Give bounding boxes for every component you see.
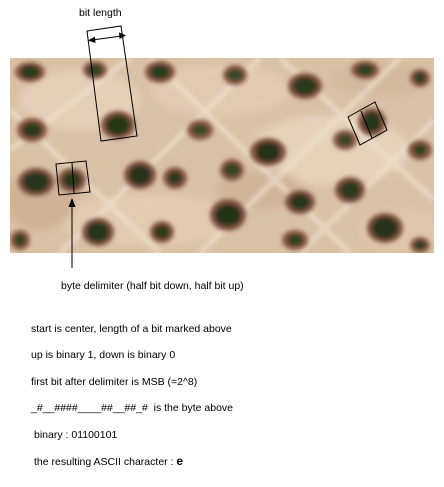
note-binary: binary : 01100101: [34, 429, 118, 441]
byte-delimiter-label: byte delimiter (half bit down, half bit …: [61, 280, 244, 292]
ascii-result-char: e: [176, 454, 184, 468]
right-bit-marker: [347, 101, 388, 146]
bit-length-label: bit length: [79, 7, 122, 19]
tree-clumps: [10, 61, 432, 253]
byte-delimiter-marker: [55, 160, 91, 196]
note-ascii-result: the resulting ASCII character : e: [34, 455, 183, 469]
bit-length-arrow: [91, 35, 123, 41]
note-byte-pattern: _#__####____##__##_# is the byte above: [31, 402, 234, 414]
bit-length-box: [86, 25, 138, 142]
note-start-center: start is center, length of a bit marked …: [31, 323, 232, 335]
annotated-aerial-figure: bit length: [10, 7, 434, 268]
aerial-photo: [10, 58, 434, 253]
note-msb: first bit after delimiter is MSB (=2^8): [31, 376, 198, 388]
note-up-down: up is binary 1, down is binary 0: [31, 349, 176, 361]
bit-length-annotation: [86, 25, 138, 142]
ascii-result-prefix: the resulting ASCII character :: [34, 456, 177, 468]
byte-delimiter-arrow: [68, 198, 76, 268]
